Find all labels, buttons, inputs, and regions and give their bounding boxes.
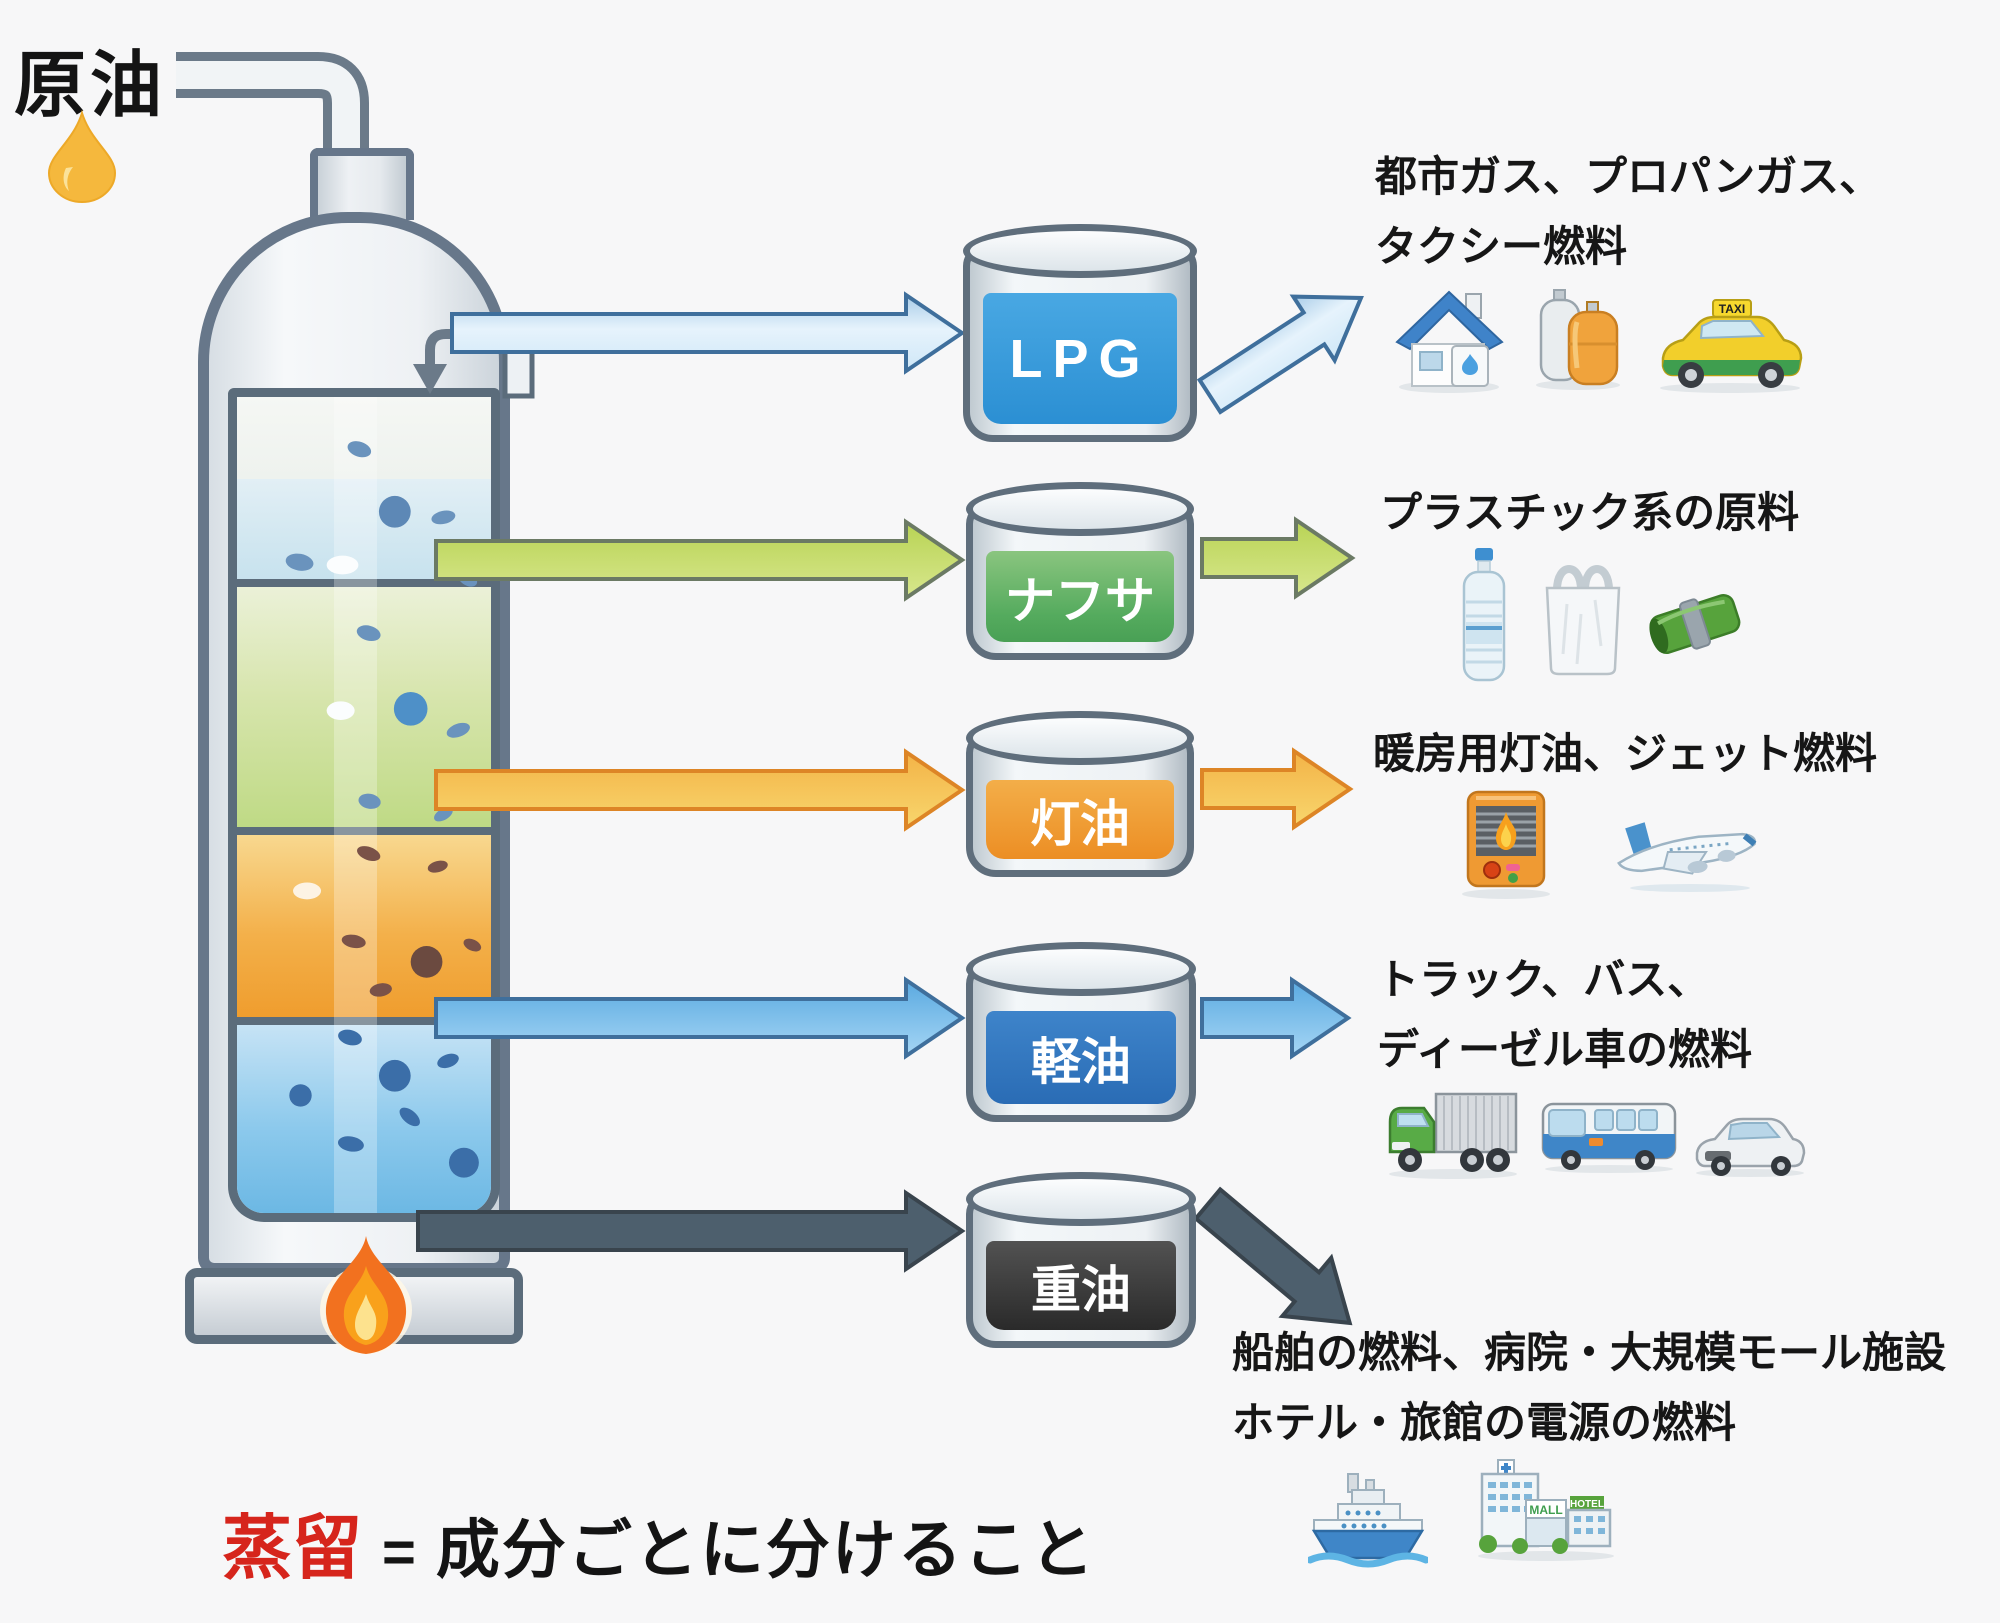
lpg-duct-arrow: [450, 291, 966, 375]
column-tray-divider: [237, 827, 491, 835]
caption-line: 都市ガス、プロパンガス、: [1375, 153, 1882, 200]
barrel-fill-lpg: LPG: [983, 293, 1177, 424]
barrel-fill-heavy-oil: 重油: [986, 1241, 1176, 1330]
lpg-uses-caption: 都市ガス、プロパンガス、 タクシー燃料: [1375, 142, 1881, 282]
mall-sign-text: MALL: [1529, 1503, 1562, 1517]
flame-icon: [320, 1236, 412, 1354]
diesel-uses-caption: トラック、バス、 ディーゼル車の燃料: [1377, 945, 1752, 1085]
barrel-fill-kerosene: 灯油: [986, 780, 1174, 859]
naphtha-uses-caption: プラスチック系の原料: [1380, 478, 1799, 548]
house-icon: [1395, 290, 1504, 393]
caption-line: ディーゼル車の燃料: [1377, 1026, 1753, 1073]
column-neck: [310, 148, 414, 220]
formula-equals: =: [382, 1520, 416, 1585]
truck-icon: [1388, 1092, 1518, 1179]
barrel-label: 軽油: [1031, 1033, 1131, 1090]
barrel-lpg: LPG: [963, 224, 1197, 442]
barrel-label: LPG: [1009, 328, 1151, 389]
formula-term: 蒸留: [222, 1509, 362, 1587]
ship-icon: [1308, 1473, 1428, 1568]
bubbles-layer: [285, 441, 482, 1178]
barrel-lid: [966, 711, 1194, 765]
barrel-kerosene: 灯油: [966, 711, 1194, 877]
hotel-sign-text: HOTEL: [1570, 1499, 1604, 1510]
barrel-fill-naphtha: ナフサ: [986, 551, 1174, 642]
caption-line: 船舶の燃料、病院・大規模モール施設: [1232, 1329, 1947, 1376]
distillation-formula: 蒸留 = 成分ごとに分けること: [222, 1492, 1096, 1593]
bus-icon: [1541, 1102, 1677, 1173]
caption-line: ホテル・旅館の電源の燃料: [1232, 1399, 1737, 1446]
caption-line: 暖房用灯油、ジェット燃料: [1373, 730, 1878, 777]
column-inner-chamber: [228, 388, 500, 1222]
plastic-bag-icon: [1545, 565, 1621, 676]
barrel-label: 灯油: [1030, 795, 1130, 852]
barrel-heavy-oil: 重油: [966, 1172, 1196, 1348]
column-tray-divider: [237, 1017, 491, 1025]
airplane-icon: [1617, 822, 1757, 892]
column-layer-gas: [237, 397, 491, 479]
barrel-lid: [966, 942, 1196, 996]
barrel-diesel: 軽油: [966, 942, 1196, 1122]
heavy-oil-uses-caption: 船舶の燃料、病院・大規模モール施設 ホテル・旅館の電源の燃料: [1232, 1318, 1946, 1458]
formula-definition: 成分ごとに分けること: [435, 1514, 1096, 1586]
diesel-duct-arrow: [434, 976, 966, 1060]
barrel-label: ナフサ: [1005, 572, 1155, 629]
lpg-out-arrow: [1196, 294, 1364, 415]
crude-feed-pipe: [176, 52, 369, 180]
taxi-icon: TAXI: [1660, 299, 1803, 393]
taxi-sign-text: TAXI: [1719, 302, 1745, 316]
kerosene-uses-caption: 暖房用灯油、ジェット燃料: [1373, 719, 1877, 789]
caption-line: プラスチック系の原料: [1380, 489, 1800, 536]
caption-line: トラック、バス、: [1377, 956, 1710, 1003]
naphtha-out-arrow: [1200, 516, 1356, 600]
kerosene-out-arrow: [1200, 747, 1354, 831]
barrel-lid: [966, 482, 1194, 536]
column-tray-divider: [237, 579, 491, 587]
buildings-icon: MALL HOTEL: [1478, 1459, 1614, 1561]
diesel-out-arrow: [1200, 976, 1352, 1060]
kerosene-duct-arrow: [434, 748, 966, 832]
barrel-label: 重油: [1031, 1261, 1131, 1318]
plastic-bottle-icon: [1462, 548, 1506, 682]
gas-cylinders-icon: [1536, 289, 1620, 390]
heater-icon: [1462, 790, 1550, 899]
naphtha-duct-arrow: [434, 518, 966, 602]
plastic-pipe-icon: [1649, 593, 1741, 655]
barrel-naphtha: ナフサ: [966, 482, 1194, 660]
barrel-lid: [966, 1172, 1196, 1226]
caption-line: タクシー燃料: [1375, 223, 1628, 270]
oil-drop-icon: [47, 110, 117, 203]
barrel-fill-diesel: 軽油: [986, 1011, 1176, 1104]
car-icon: [1695, 1117, 1806, 1177]
barrel-lid: [963, 224, 1197, 278]
crude-oil-label: 原油: [14, 46, 167, 126]
